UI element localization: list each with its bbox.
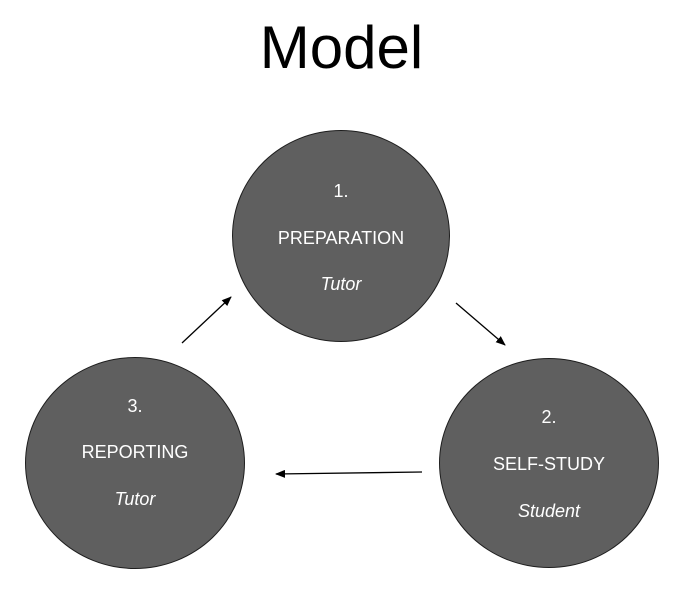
arrow-preparation-to-self-study — [455, 302, 506, 346]
arrow-reporting-to-preparation — [181, 296, 232, 344]
step-preparation-circle — [232, 130, 450, 342]
step-reporting-number: 3. — [127, 396, 143, 416]
step-self-study-role: Student — [517, 501, 581, 521]
step-reporting-circle — [25, 357, 245, 569]
step-reporting-label: REPORTING — [81, 442, 189, 462]
step-preparation-label: PREPARATION — [277, 228, 405, 248]
step-preparation-number: 1. — [333, 181, 349, 201]
step-self-study-label: SELF-STUDY — [492, 454, 606, 474]
arrow-self-study-to-reporting — [275, 469, 423, 478]
step-self-study-number: 2. — [541, 407, 557, 427]
step-self-study-circle — [439, 358, 659, 568]
page-title: Model — [259, 14, 424, 81]
step-preparation-role: Tutor — [320, 274, 362, 294]
step-reporting-role: Tutor — [114, 489, 156, 509]
